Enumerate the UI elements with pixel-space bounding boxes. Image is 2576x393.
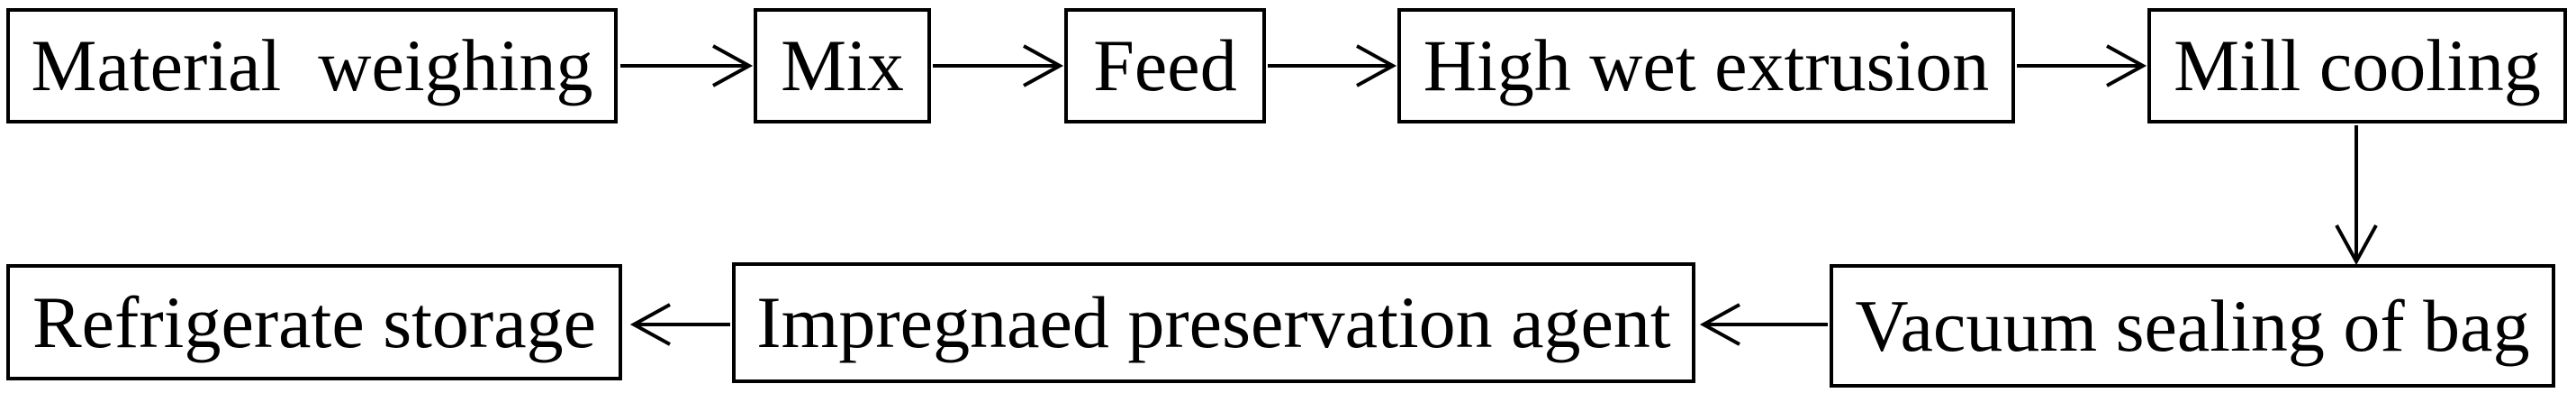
- flow-node-refrigerate-storage: Refrigerate storage: [6, 264, 622, 380]
- flow-node-mix: Mix: [754, 8, 931, 123]
- arrow-mill-cooling-to-vacuum-sealing: [2335, 125, 2378, 266]
- arrow-mix-to-feed: [933, 44, 1064, 87]
- arrow-vacuum-sealing-to-impregnaed: [1699, 303, 1828, 346]
- arrow-impregnaed-to-refrigerate: [629, 303, 730, 346]
- arrow-material-to-mix: [620, 44, 754, 87]
- flow-node-feed: Feed: [1064, 8, 1266, 123]
- flow-node-label: Impregnaed preservation agent: [756, 281, 1671, 363]
- arrow-feed-to-extrusion: [1268, 44, 1397, 87]
- flow-node-label: Vacuum sealing of bag: [1855, 284, 2530, 367]
- flow-node-label: Feed: [1093, 24, 1237, 106]
- flow-node-mill-cooling: Mill cooling: [2147, 8, 2567, 123]
- flow-node-label: Mill cooling: [2174, 24, 2541, 106]
- flow-node-vacuum-sealing-of-bag: Vacuum sealing of bag: [1830, 264, 2555, 388]
- flow-node-impregnaed-preservation-agent: Impregnaed preservation agent: [732, 262, 1695, 383]
- flow-node-label: Mix: [781, 24, 904, 106]
- flow-node-high-wet-extrusion: High wet extrusion: [1397, 8, 2015, 123]
- flow-node-label: Material weighing: [31, 24, 593, 106]
- flow-node-label: High wet extrusion: [1423, 24, 1990, 106]
- flow-node-label: Refrigerate storage: [32, 280, 597, 363]
- flow-node-material-weighing: Material weighing: [6, 8, 618, 123]
- arrow-extrusion-to-mill-cooling: [2017, 44, 2147, 87]
